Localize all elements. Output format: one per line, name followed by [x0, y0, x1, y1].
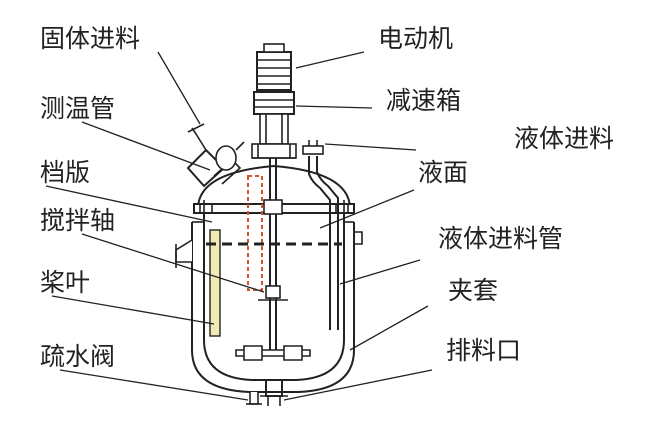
label-reducer: 减速箱 [386, 86, 462, 115]
label-solid-feed: 固体进料 [40, 24, 141, 53]
label-baffle: 档版 [40, 158, 91, 187]
reducer-box [253, 91, 295, 115]
label-discharge: 排料口 [446, 336, 522, 365]
label-liquid-feed-pipe: 液体进料管 [438, 224, 564, 253]
top-head [197, 164, 351, 208]
label-jacket: 夹套 [448, 276, 499, 305]
baffle [209, 229, 221, 337]
label-thermo-tube: 测温管 [40, 94, 116, 123]
label-motor: 电动机 [378, 24, 454, 53]
label-impeller: 桨叶 [40, 268, 91, 297]
drain-valve [249, 392, 259, 405]
label-shaft: 搅拌轴 [40, 206, 116, 235]
label-drain-valve: 疏水阀 [40, 342, 116, 371]
liquid-feed-pipe [308, 156, 331, 330]
thermo-tube [247, 175, 263, 291]
label-liquid-feed: 液体进料 [514, 124, 615, 153]
bottom-outlet [265, 380, 283, 397]
vessel-wall [203, 213, 345, 381]
jacket-outer [191, 222, 355, 393]
label-liquid-level: 液面 [418, 158, 469, 187]
